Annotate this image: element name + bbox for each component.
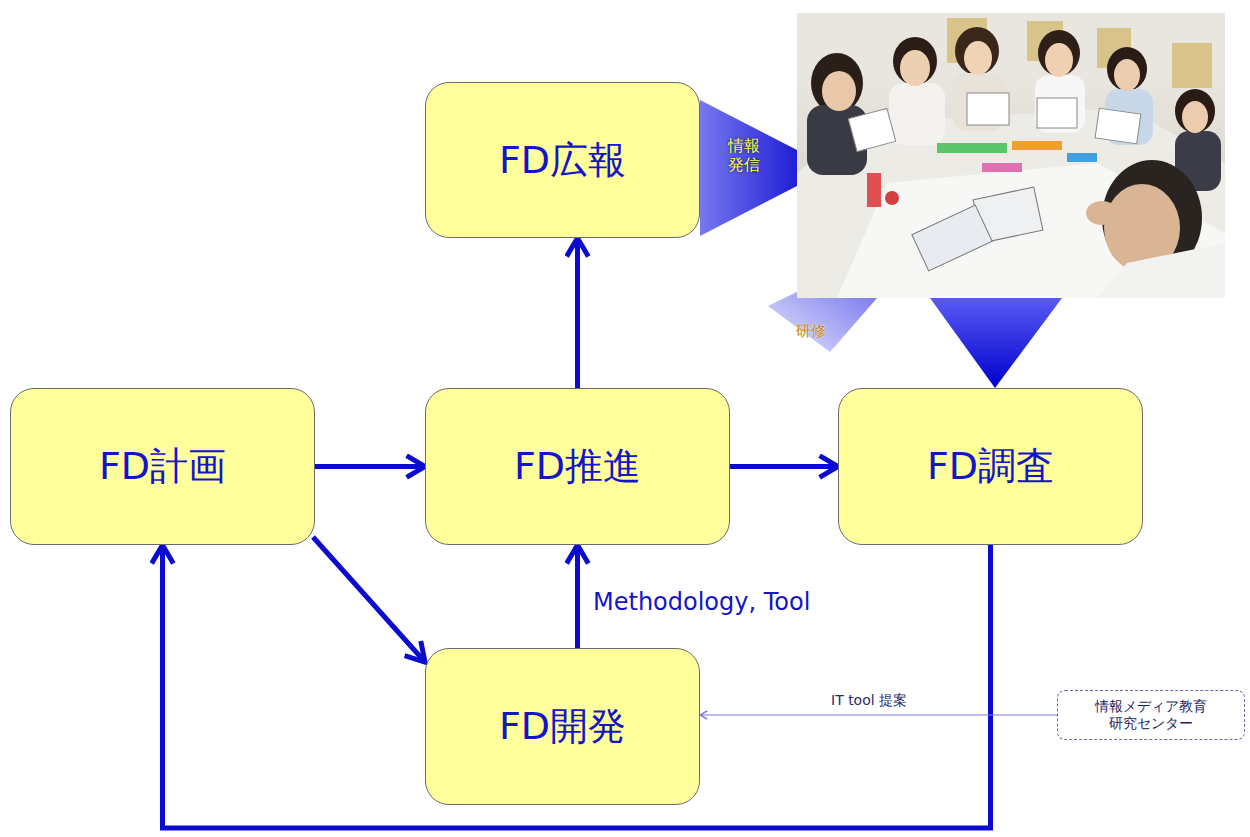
box-label: 情報メディア教育 研究センター bbox=[1091, 698, 1211, 733]
process-box: FD広報 bbox=[425, 82, 700, 238]
process-box: FD推進 bbox=[425, 388, 730, 545]
arrow-connector bbox=[730, 464, 838, 469]
external-box: 情報メディア教育 研究センター bbox=[1057, 690, 1245, 740]
wedge-label: 情報発信 bbox=[728, 136, 760, 174]
box-label: FD開発 bbox=[499, 701, 626, 752]
arrow-connector bbox=[315, 464, 425, 469]
workshop-photo bbox=[797, 13, 1225, 298]
wedge-label: 研修 bbox=[796, 322, 826, 340]
process-box: FD計画 bbox=[10, 388, 315, 545]
arrow-connector bbox=[575, 238, 580, 388]
arrow-connector bbox=[313, 537, 425, 662]
box-label: FD計画 bbox=[99, 441, 226, 492]
box-label: FD推進 bbox=[514, 441, 641, 492]
arrow-connector bbox=[700, 714, 1057, 715]
box-label: FD広報 bbox=[499, 135, 626, 186]
process-box: FD開発 bbox=[425, 648, 700, 805]
arrow-connector bbox=[575, 545, 580, 648]
process-box: FD調査 bbox=[838, 388, 1143, 545]
edge-label: IT tool 提案 bbox=[828, 692, 910, 710]
arrow-connector bbox=[163, 545, 991, 828]
box-label: FD調査 bbox=[927, 441, 1054, 492]
edge-label: Methodology, Tool bbox=[590, 588, 813, 616]
survey-wedge bbox=[930, 298, 1062, 388]
